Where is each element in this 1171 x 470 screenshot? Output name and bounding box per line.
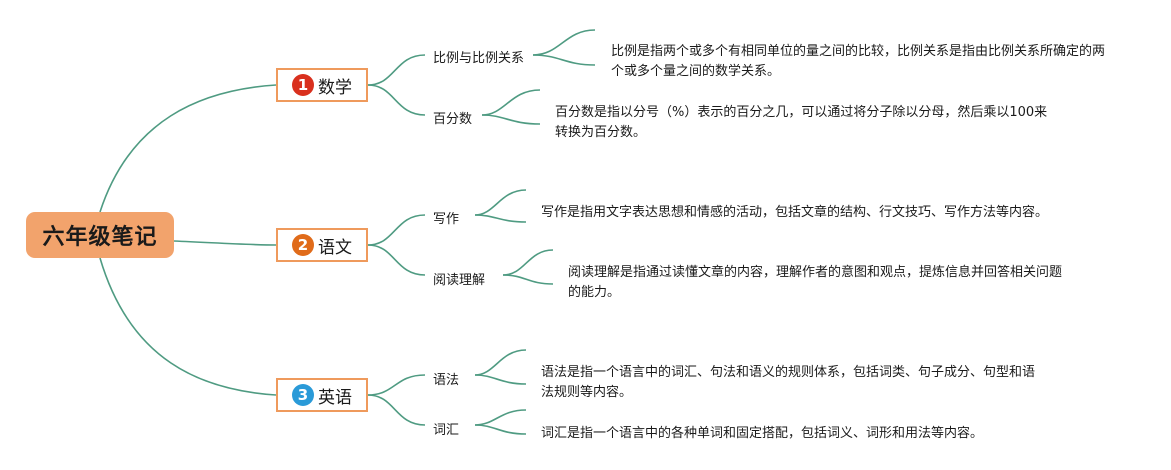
topic-chinese[interactable]: 2 语文 xyxy=(276,228,368,262)
branch-label[interactable]: 阅读理解 xyxy=(433,273,486,288)
root-node[interactable]: 六年级笔记 xyxy=(26,212,174,258)
link-english-b1-note-b xyxy=(474,374,527,385)
branch-note: 写作是指用文字表达思想和情感的活动，包括文章的结构、行文技巧、写作方法等内容。 xyxy=(541,205,1049,220)
link-english-b1-note-a xyxy=(474,349,527,376)
link-chinese-b2 xyxy=(367,244,426,276)
branch-note: 阅读理解是指通过读懂文章的内容，理解作者的意图和观点，提炼信息并回答相关问题的能… xyxy=(568,265,1063,300)
link-english-b2 xyxy=(367,394,426,426)
link-math-b1 xyxy=(367,54,426,86)
branch-label[interactable]: 写作 xyxy=(433,212,460,227)
link-root-chinese xyxy=(173,240,277,246)
number-2-icon: 2 xyxy=(292,234,314,256)
topic-label: 数学 xyxy=(318,77,352,98)
branch-label[interactable]: 百分数 xyxy=(433,112,473,127)
branch-label[interactable]: 比例与比例关系 xyxy=(433,51,525,66)
topic-label: 英语 xyxy=(318,387,352,408)
branch-note: 百分数是指以分号（%）表示的百分之几，可以通过将分子除以分母，然后乘以100来转… xyxy=(555,105,1048,140)
link-chinese-b2-note-b xyxy=(502,274,554,285)
link-chinese-b1-note-a xyxy=(474,189,527,216)
link-math-b2-note-a xyxy=(481,89,541,116)
topic-english[interactable]: 3 英语 xyxy=(276,378,368,412)
link-math-b2 xyxy=(367,84,426,116)
link-math-b1-note-a xyxy=(532,29,596,56)
link-chinese-b1-note-b xyxy=(474,214,527,223)
link-math-b2-note-b xyxy=(481,114,541,125)
link-math-b1-note-b xyxy=(532,54,596,66)
topic-math[interactable]: 1 数学 xyxy=(276,68,368,102)
link-chinese-b1 xyxy=(367,214,426,246)
branch-label[interactable]: 词汇 xyxy=(433,423,460,438)
branch-note: 语法是指一个语言中的词汇、句法和语义的规则体系，包括词类、句子成分、句型和语法规… xyxy=(541,365,1036,400)
link-root-math xyxy=(99,84,277,213)
link-english-b1 xyxy=(367,374,426,396)
branch-note: 词汇是指一个语言中的各种单词和固定搭配，包括词义、词形和用法等内容。 xyxy=(541,426,984,441)
number-3-icon: 3 xyxy=(292,384,314,406)
link-english-b2-note-a xyxy=(474,409,527,426)
branch-note: 比例是指两个或多个有相同单位的量之间的比较，比例关系是指由比例关系所确定的两个或… xyxy=(611,44,1106,79)
number-1-icon: 1 xyxy=(292,74,314,96)
root-label: 六年级笔记 xyxy=(42,225,158,250)
branch-label[interactable]: 语法 xyxy=(433,373,460,388)
topic-label: 语文 xyxy=(318,237,352,258)
link-english-b2-note-b xyxy=(474,424,527,435)
link-chinese-b2-note-a xyxy=(502,249,554,276)
link-root-english xyxy=(99,257,277,396)
